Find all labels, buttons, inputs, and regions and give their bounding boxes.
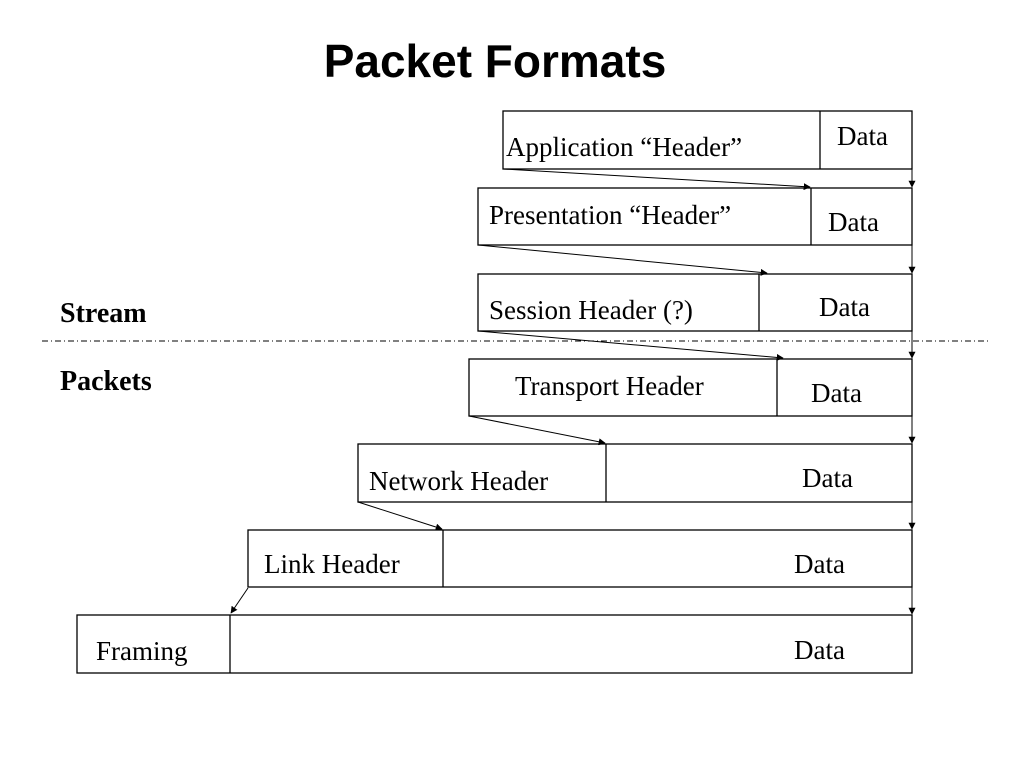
link-layer-packet: Link Header Data [247, 529, 913, 588]
presentation-data-label: Data [828, 207, 879, 237]
link-data-label: Data [794, 549, 845, 579]
transport-layer-packet: Transport Header Data [468, 358, 913, 417]
framing-header-label: Framing [96, 636, 188, 666]
stream-label: Stream [60, 298, 147, 329]
encapsulation-arrows [230, 168, 811, 614]
framing-layer-packet: Framing Data [76, 614, 913, 674]
application-layer-packet: Application “Header” Data [502, 110, 913, 170]
session-data-label: Data [819, 292, 870, 322]
encap-arrow-1 [502, 168, 811, 191]
framing-data-label: Data [794, 635, 845, 665]
presentation-layer-packet: Presentation “Header” Data [477, 187, 913, 246]
application-data-label: Data [837, 121, 888, 151]
encap-arrow-5 [357, 501, 443, 531]
encap-arrow-3 [477, 330, 784, 361]
session-layer-packet: Session Header (?) Data [477, 273, 913, 332]
network-header-label: Network Header [369, 466, 548, 496]
network-layer-packet: Network Header Data [357, 443, 913, 503]
link-header-label: Link Header [264, 549, 400, 579]
transport-data-label: Data [811, 378, 862, 408]
packets-label: Packets [60, 366, 152, 397]
application-header-label: Application “Header” [506, 132, 742, 162]
encap-arrow-4 [468, 415, 606, 446]
encap-arrow-6 [230, 587, 249, 614]
network-data-label: Data [802, 463, 853, 493]
encap-arrow-2 [477, 244, 768, 276]
page-title: Packet Formats [323, 35, 667, 87]
presentation-header-label: Presentation “Header” [489, 200, 731, 230]
session-header-label: Session Header (?) [489, 295, 693, 325]
transport-header-label: Transport Header [515, 371, 704, 401]
